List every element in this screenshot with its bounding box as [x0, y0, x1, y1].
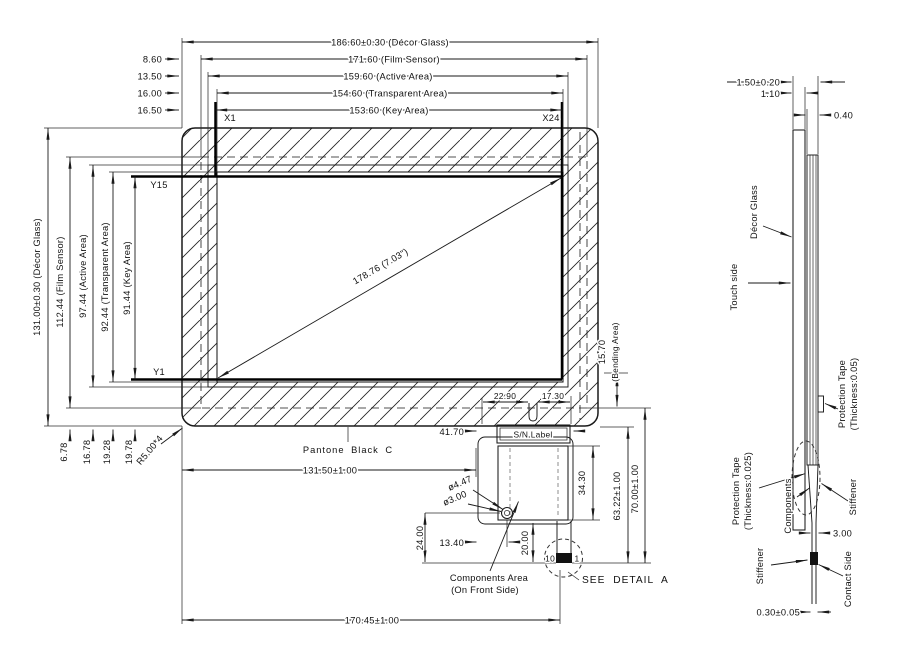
- dim-film-sensor-height: 112.44 (Film Sensor): [55, 236, 65, 327]
- dim-63-22: 63.22±1.00: [612, 472, 622, 521]
- mounting-hole-outer: [500, 506, 514, 520]
- label-pantone: Pantone Black C: [303, 445, 393, 455]
- side-view: [727, 76, 849, 614]
- offset-13-50: 13.50: [137, 72, 162, 82]
- decor-glass-outline: [181, 127, 599, 427]
- side-extension-lines: [727, 76, 845, 154]
- left-extension-lines: [44, 127, 217, 427]
- label-y1: Y1: [153, 367, 165, 377]
- dim-dia-3-00: ø3.00: [441, 489, 468, 508]
- dim-key-area-width: 153.60 (Key Area): [349, 106, 428, 116]
- dim-total-thickness: 1.50±0.20: [736, 78, 780, 88]
- dim-film-sensor-width: 171.60 (Film Sensor): [348, 55, 440, 65]
- dim-transparent-area-width: 154.60 (Transparent Area): [333, 89, 448, 99]
- side-glass-bar: [792, 129, 806, 531]
- active-area-outline: [207, 164, 569, 388]
- bending-dimension: [587, 332, 651, 409]
- dim-22-90: 22.90: [494, 391, 516, 401]
- offset-6-78: 6.78: [59, 442, 69, 461]
- dim-20-00: 20.00: [520, 531, 530, 556]
- label-components: Components: [783, 478, 793, 533]
- dim-170-45: 170.45±1.00: [345, 616, 399, 626]
- offset-19-28: 19.28: [102, 440, 112, 465]
- label-x24: X24: [542, 113, 559, 123]
- dim-active-area-height: 97.44 (Active Area): [78, 234, 88, 318]
- components-crosshatch-box: [497, 445, 569, 521]
- label-protection-tape-upper-1: Protection Tape: [837, 360, 847, 428]
- dim-glass-thickness: 1.10: [761, 89, 780, 99]
- dim-decor-glass-width: 186.60±0.30 (Décor Glass): [331, 38, 449, 48]
- dim-transparent-area-height: 92.44 (Transparent Area): [100, 222, 110, 332]
- transparent-area-window: [216, 171, 564, 383]
- mounting-hole-inner: [504, 510, 510, 516]
- label-decor-glass: Décor Glass: [749, 185, 759, 239]
- dim-34-30: 34.30: [577, 471, 587, 496]
- glass-border-hatch: [182, 128, 598, 426]
- label-stiffener-lower: Stiffener: [755, 548, 765, 585]
- dim-active-area-width: 159.60 (Active Area): [343, 72, 432, 82]
- offset-8-60: 8.60: [143, 55, 162, 65]
- dim-decor-glass-height: 131.00±0.30 (Décor Glass): [32, 218, 42, 336]
- label-components-area-2: (On Front Side): [451, 585, 519, 595]
- side-film-layer-lines: [809, 155, 817, 465]
- top-extension-lines: [181, 38, 599, 172]
- dim-diagonal: 178.76 (7.03"): [351, 246, 410, 286]
- film-tail-outline: [477, 436, 574, 525]
- label-protection-tape-lower-2: (Thickness:0.025): [743, 452, 753, 530]
- film-sensor-outline: [200, 156, 588, 409]
- top-dimension-lines: [165, 40, 598, 112]
- label-contact-side: Contact Side: [843, 551, 853, 607]
- connector-tab: [556, 553, 572, 563]
- detail-num-right: 1: [575, 554, 580, 564]
- key-area-bold-lines: [131, 102, 564, 381]
- side-detail-balloon: [791, 440, 821, 516]
- protection-tape-tab: [817, 395, 824, 413]
- left-dimension-lines: [46, 128, 183, 445]
- label-bending-area: (Bending Area): [610, 322, 620, 381]
- label-protection-tape-lower-1: Protection Tape: [731, 457, 741, 525]
- dim-key-area-height: 91.44 (Key Area): [122, 241, 132, 315]
- side-leaders: [748, 225, 849, 614]
- side-view-texts: 1.50±0.20 1.10 0.40 Décor Glass Touch si…: [728, 76, 861, 619]
- front-view: [44, 38, 651, 624]
- label-see-detail-a: SEE DETAIL A: [582, 575, 669, 586]
- label-y15: Y15: [150, 180, 167, 190]
- diagonal-dimension-line: [217, 177, 562, 379]
- label-stiffener-upper: Stiffener: [848, 479, 858, 516]
- offset-19-78: 19.78: [124, 440, 134, 465]
- label-components-area-1: Components Area: [450, 573, 529, 583]
- label-sn: S/N Label: [513, 430, 552, 440]
- tail-dimensions: [181, 396, 651, 624]
- dim-0-30: 0.30±0.05: [756, 608, 800, 618]
- dim-17-30: 17.30: [542, 391, 564, 401]
- dim-70-00: 70.00±1.00: [630, 465, 640, 514]
- dim-41-70: 41.70: [439, 427, 464, 437]
- dim-film-thickness: 0.40: [834, 111, 853, 121]
- offset-16-50: 16.50: [137, 106, 162, 116]
- fpc-slot: [528, 403, 538, 422]
- detail-num-left: 10: [545, 554, 555, 564]
- detail-a-balloon: [544, 538, 583, 578]
- dim-corner-radius: R5.00*4: [135, 433, 165, 467]
- offset-16-00: 16.00: [137, 89, 162, 99]
- sn-label-box-inner: [499, 427, 568, 441]
- side-film-stack: [806, 154, 819, 466]
- side-stiffener-tab: [810, 552, 818, 565]
- dim-3-00: 3.00: [833, 529, 852, 539]
- label-protection-tape-upper-2: (Thickness:0.05): [849, 358, 859, 431]
- dim-13-40: 13.40: [439, 538, 464, 548]
- sn-label-box: [496, 424, 571, 444]
- label-x1: X1: [224, 113, 236, 123]
- offset-16-78: 16.78: [82, 440, 92, 465]
- dim-24-00: 24.00: [415, 526, 425, 551]
- dim-131-50: 131.50±1.00: [303, 466, 357, 476]
- dim-bending-value: 15.70: [597, 340, 607, 365]
- label-touch-side: Touch side: [729, 264, 739, 311]
